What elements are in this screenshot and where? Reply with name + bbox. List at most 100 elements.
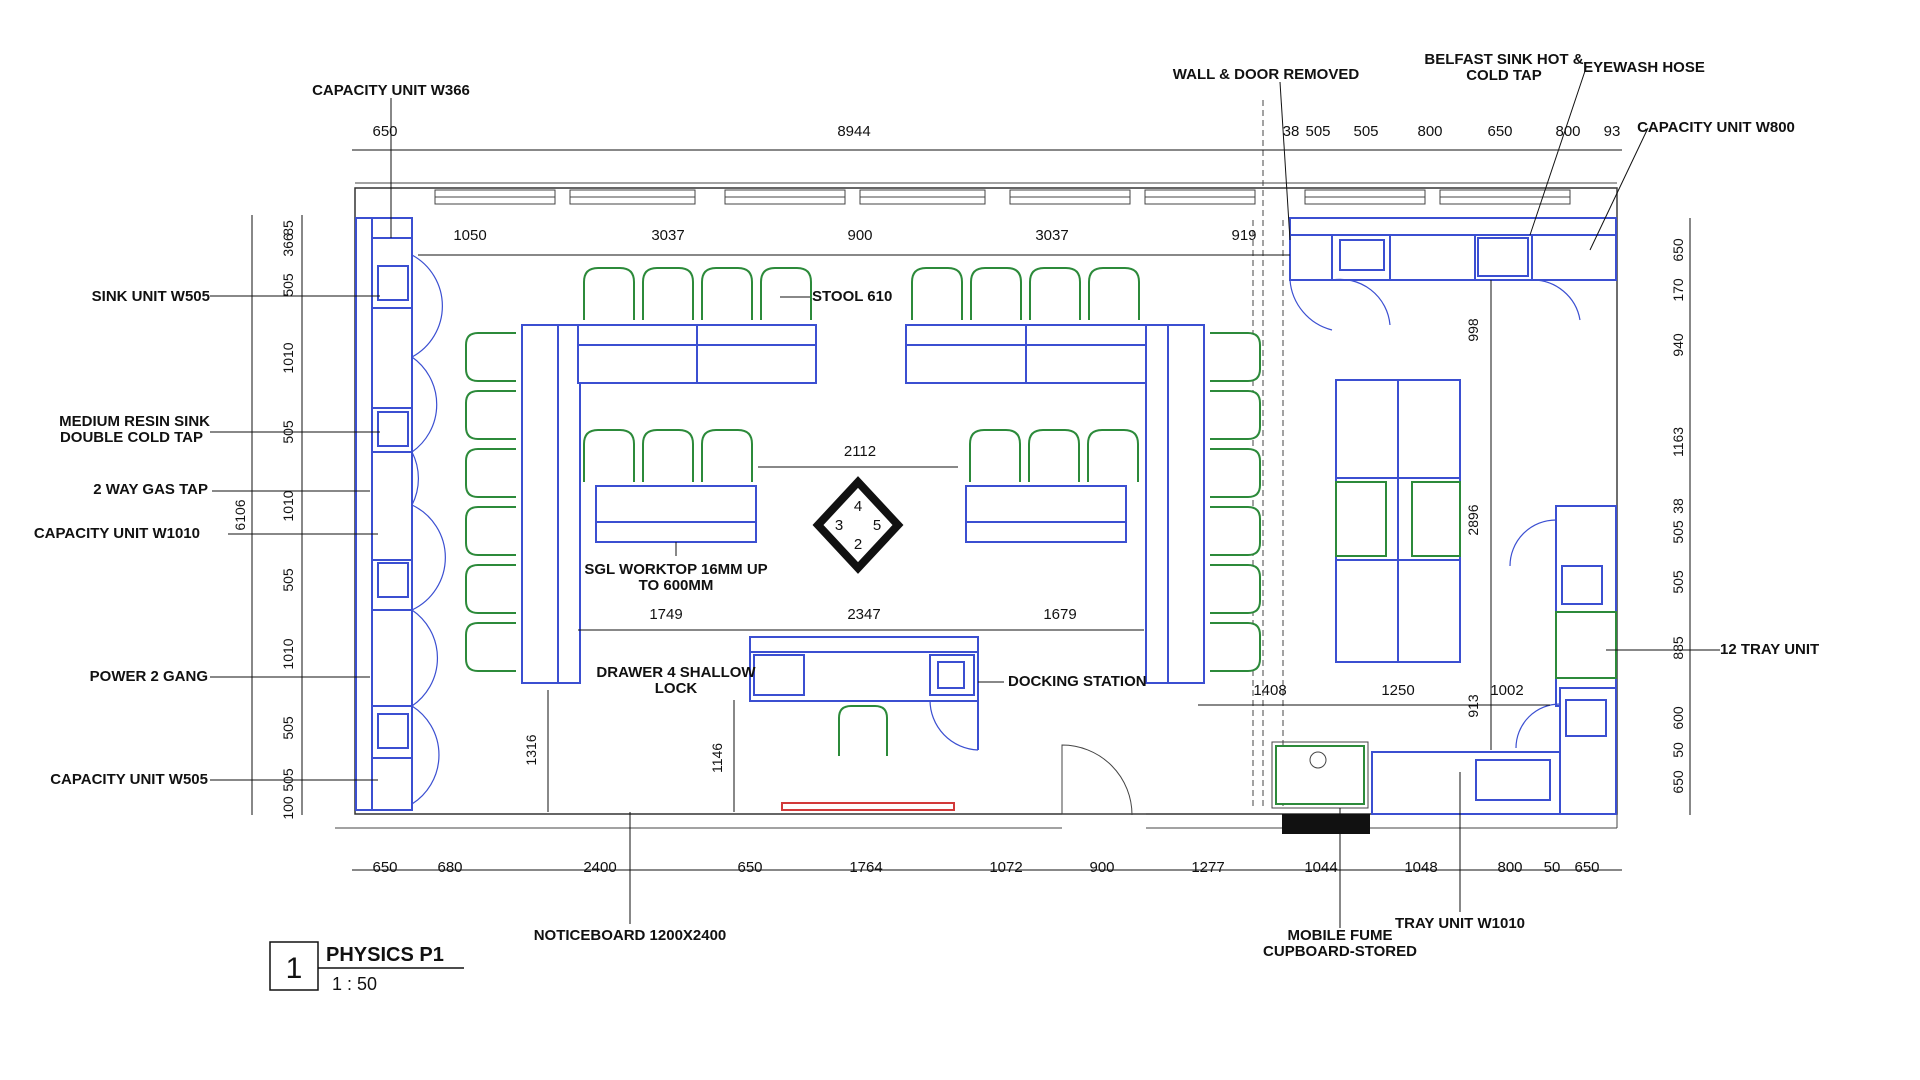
dim-bottom-4: 1764 <box>849 859 882 876</box>
dims-middle: 2112 1749 2347 1679 1316 1146 1408 1250 … <box>523 318 1524 773</box>
dim-left-2: 366 <box>280 233 296 257</box>
dim-bottom-9: 1048 <box>1404 859 1437 876</box>
right-zone-units <box>1271 217 1617 834</box>
dim-bottom-3: 650 <box>737 859 762 876</box>
label-capacity-w366: CAPACITY UNIT W366 <box>312 82 470 99</box>
dim-top-3: 505 <box>1305 123 1330 140</box>
dim-right-1: 170 <box>1670 278 1686 302</box>
bench-right-u <box>905 324 1205 684</box>
label-capacity-w1010: CAPACITY UNIT W1010 <box>34 525 200 542</box>
dim-right-c: 1002 <box>1490 682 1523 699</box>
dim-bottom-10: 800 <box>1497 859 1522 876</box>
fume-base <box>1282 814 1370 834</box>
noticeboard-mark <box>781 802 955 811</box>
label-fume-2: CUPBOARD-STORED <box>1263 943 1417 960</box>
label-tray-w1010: TRAY UNIT W1010 <box>1395 915 1525 932</box>
dim-left-6: 1010 <box>280 490 296 521</box>
drawing-number: 1 <box>286 952 303 985</box>
dim-inner-4: 919 <box>1231 227 1256 244</box>
dim-right-6: 505 <box>1670 570 1686 594</box>
label-sink-w505: SINK UNIT W505 <box>92 288 210 305</box>
left-wall-units <box>355 217 446 811</box>
dim-v998: 998 <box>1465 318 1481 342</box>
dim-top-5: 800 <box>1417 123 1442 140</box>
dim-bench-center: 2347 <box>847 606 880 623</box>
dims-right: 650 170 940 1163 38 505 505 885 600 50 6… <box>1670 238 1686 794</box>
label-capacity-w505: CAPACITY UNIT W505 <box>50 771 208 788</box>
dim-top-0: 650 <box>372 123 397 140</box>
dim-right-0: 650 <box>1670 238 1686 262</box>
label-drawer-1: DRAWER 4 SHALLOW <box>596 664 756 681</box>
dim-inner-1: 3037 <box>651 227 684 244</box>
label-capacity-w800: CAPACITY UNIT W800 <box>1637 119 1795 136</box>
dim-bottom-5: 1072 <box>989 859 1022 876</box>
teacher-desk <box>749 636 979 751</box>
dim-right-10: 650 <box>1670 770 1686 794</box>
dim-top-4: 505 <box>1353 123 1378 140</box>
dim-bottom-7: 1277 <box>1191 859 1224 876</box>
label-medium-resin-1: MEDIUM RESIN SINK <box>59 413 210 430</box>
dim-v2896: 2896 <box>1465 504 1481 535</box>
label-gas-tap: 2 WAY GAS TAP <box>93 481 208 498</box>
dim-bottom-12: 650 <box>1574 859 1599 876</box>
stools <box>465 267 1261 756</box>
label-12-tray: 12 TRAY UNIT <box>1720 641 1819 658</box>
dim-inner-2: 900 <box>847 227 872 244</box>
drawing-scale: 1 : 50 <box>332 974 377 994</box>
dims-top: 650 8944 38 505 505 800 650 800 93 <box>372 123 1620 140</box>
label-sgl-worktop-2: TO 600MM <box>639 577 714 594</box>
dim-bottom-0: 650 <box>372 859 397 876</box>
dim-left-9: 505 <box>280 716 296 740</box>
dim-right-5: 505 <box>1670 520 1686 544</box>
compass-south: 2 <box>854 536 862 553</box>
bench-left-u <box>521 324 817 684</box>
dim-left-4: 1010 <box>280 342 296 373</box>
dim-v1146: 1146 <box>709 743 725 773</box>
dim-bench-right: 1679 <box>1043 606 1076 623</box>
label-sgl-worktop-1: SGL WORKTOP 16MM UP <box>584 561 767 578</box>
dim-gap: 2112 <box>844 443 876 460</box>
dim-top-1: 8944 <box>837 123 870 140</box>
dim-top-2: 38 <box>1283 123 1300 140</box>
label-medium-resin-2: DOUBLE COLD TAP <box>60 429 203 446</box>
label-belfast-sink-2: COLD TAP <box>1466 67 1542 84</box>
dim-right-b: 1250 <box>1381 682 1414 699</box>
label-eyewash: EYEWASH HOSE <box>1583 59 1705 76</box>
label-fume-1: MOBILE FUME <box>1288 927 1393 944</box>
dim-bottom-2: 2400 <box>583 859 616 876</box>
windows <box>434 189 1571 205</box>
dim-top-8: 93 <box>1604 123 1621 140</box>
dims-inner-top: 1050 3037 900 3037 919 <box>453 227 1256 244</box>
dim-bottom-11: 50 <box>1544 859 1561 876</box>
dim-right-9: 50 <box>1670 742 1686 758</box>
dim-left-0: 6106 <box>232 499 248 530</box>
dim-left-7: 505 <box>280 568 296 592</box>
dim-right-8: 600 <box>1670 706 1686 730</box>
dim-left-1: 85 <box>280 220 296 236</box>
dim-right-4: 38 <box>1670 498 1686 514</box>
label-noticeboard: NOTICEBOARD 1200X2400 <box>534 927 727 944</box>
dim-bottom-6: 900 <box>1089 859 1114 876</box>
dim-right-3: 1163 <box>1670 427 1686 457</box>
dim-left-3: 505 <box>280 273 296 297</box>
title-block: 1 PHYSICS P1 1 : 50 <box>269 941 464 994</box>
dim-right-a: 1408 <box>1253 682 1286 699</box>
compass-marker: 4 3 5 2 <box>812 476 904 574</box>
dims-left: 6106 85 366 505 1010 505 1010 505 1010 5… <box>232 220 296 820</box>
dim-bottom-1: 680 <box>437 859 462 876</box>
label-power: POWER 2 GANG <box>90 668 208 685</box>
label-docking: DOCKING STATION <box>1008 673 1147 690</box>
label-belfast-sink-1: BELFAST SINK HOT & <box>1424 51 1583 68</box>
dim-right-2: 940 <box>1670 333 1686 357</box>
dim-bench-left: 1749 <box>649 606 682 623</box>
label-stool: STOOL 610 <box>812 288 892 305</box>
dimension-lines <box>251 149 1691 871</box>
dim-v913: 913 <box>1465 694 1481 718</box>
compass-west: 3 <box>835 517 843 534</box>
dim-inner-0: 1050 <box>453 227 486 244</box>
dim-right-7: 885 <box>1670 636 1686 660</box>
dim-left-8: 1010 <box>280 638 296 669</box>
compass-north: 4 <box>854 498 862 515</box>
label-wall-door-removed: WALL & DOOR REMOVED <box>1173 66 1360 83</box>
